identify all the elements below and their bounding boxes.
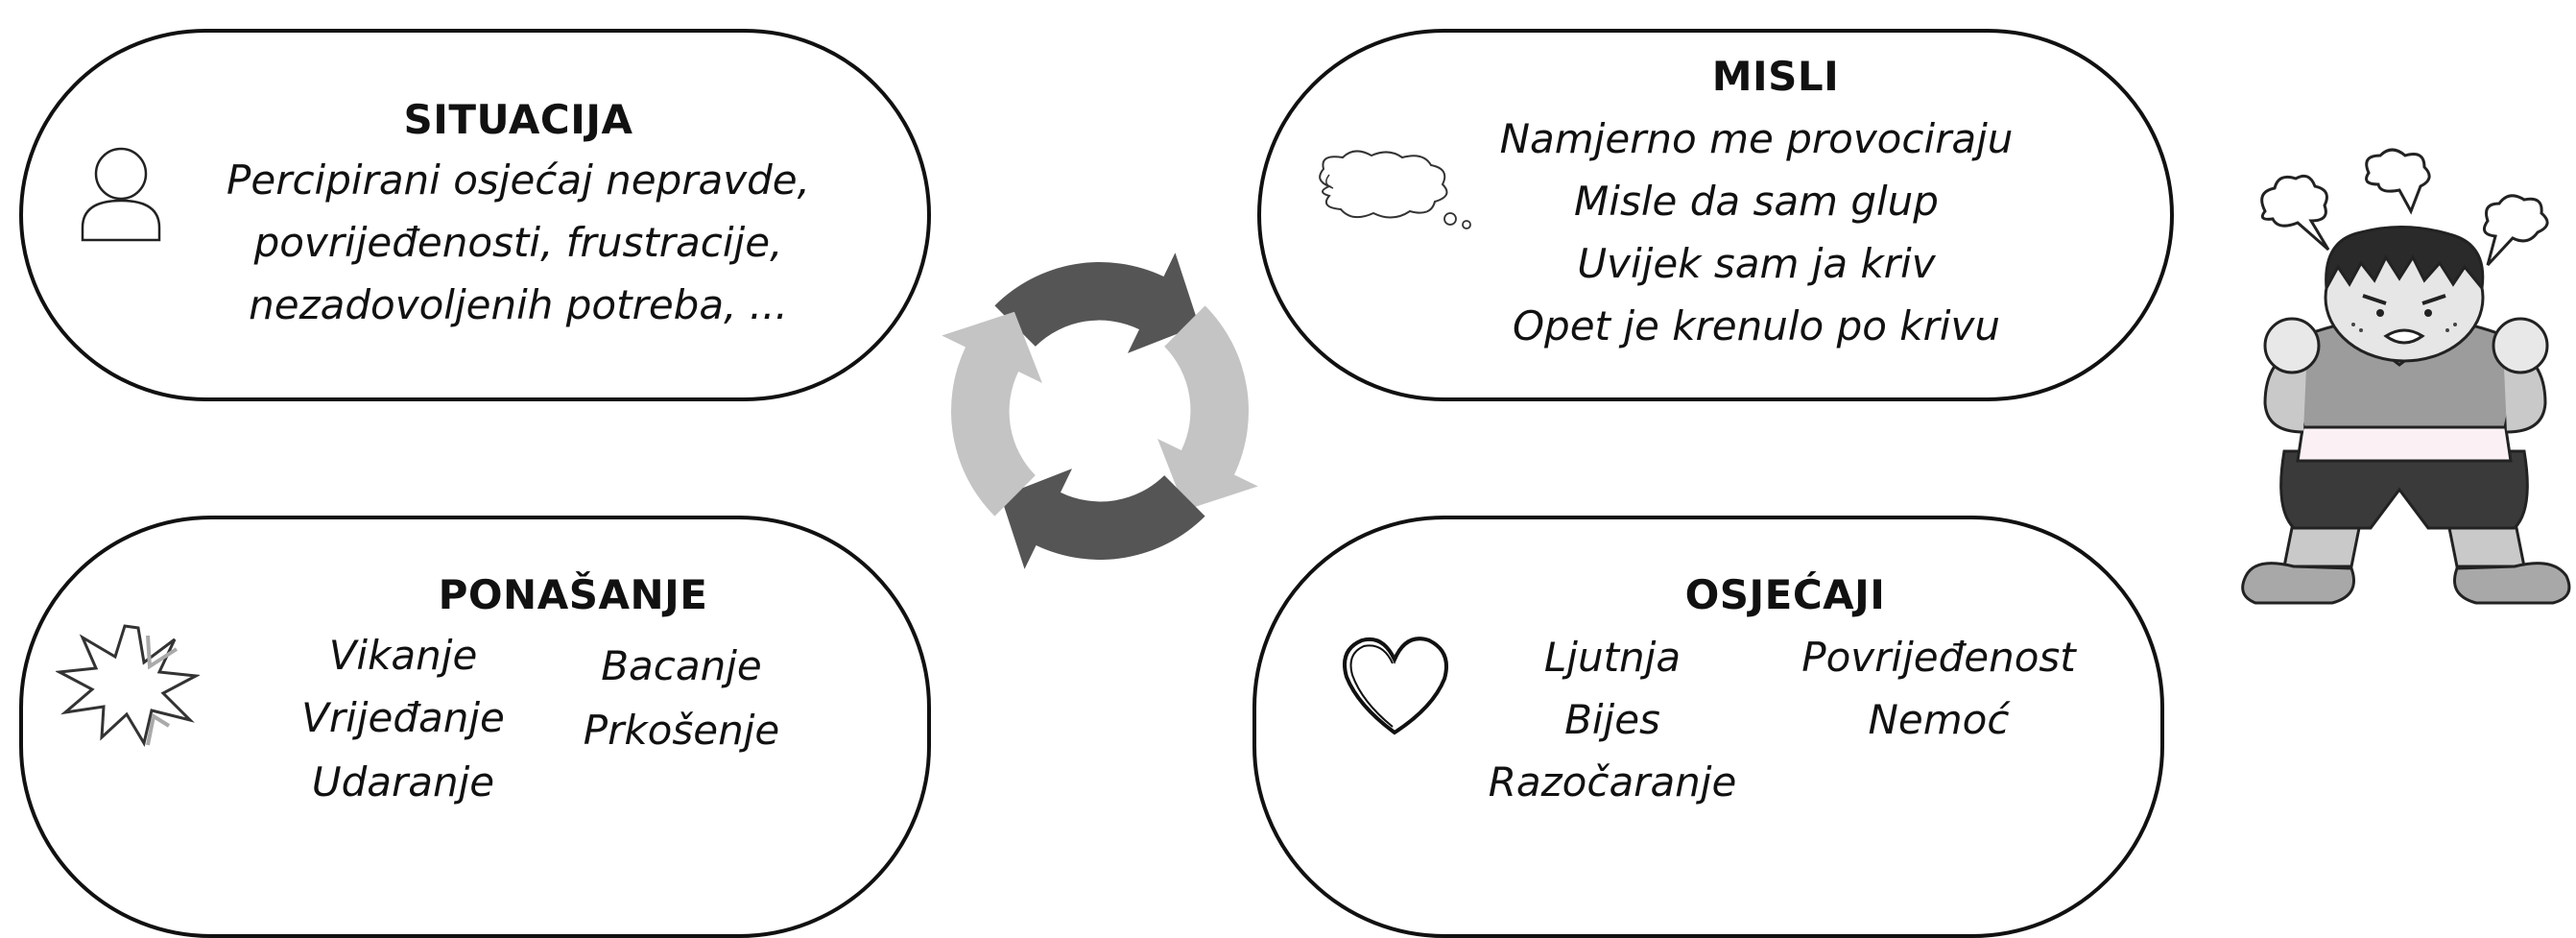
feelings-item: Razočaranje: [1488, 758, 1737, 806]
behavior-item: Bacanje: [601, 642, 762, 689]
feelings-item: Nemoć: [1868, 696, 2010, 743]
situation-title: SITUACIJA: [403, 96, 633, 143]
thoughts-line: Namjerno me provociraju: [1499, 115, 2014, 162]
angry-child-illustration: [2236, 144, 2576, 653]
thoughts-card: [1257, 29, 2174, 401]
thoughts-title: MISLI: [1711, 53, 1840, 100]
thought-cloud-icon: [1310, 146, 1483, 232]
feelings-item: Bijes: [1564, 696, 1660, 743]
feelings-item: Ljutnja: [1543, 634, 1682, 681]
situation-line: povrijeđenosti, frustracije,: [253, 219, 783, 266]
behavior-item: Vrijeđanje: [301, 694, 505, 741]
situation-card: [19, 29, 931, 401]
situation-line: Percipirani osjećaj nepravde,: [227, 156, 810, 204]
behavior-item: Prkošenje: [583, 707, 780, 754]
behavior-item: Udaranje: [311, 758, 495, 806]
situation-line: nezadovoljenih potreba, ...: [249, 281, 788, 328]
thoughts-line: Opet je krenulo po krivu: [1512, 302, 2001, 349]
thoughts-line: Uvijek sam ja kriv: [1577, 240, 1936, 287]
person-icon: [77, 139, 179, 247]
heart-icon: [1339, 629, 1454, 739]
cycle-arrows-icon: [927, 238, 1273, 584]
feelings-item: Povrijeđenost: [1801, 634, 2076, 681]
thoughts-line: Misle da sam glup: [1574, 178, 1939, 225]
behavior-item: Vikanje: [328, 632, 478, 679]
behavior-title: PONAŠANJE: [438, 571, 708, 618]
feelings-title: OSJEĆAJI: [1684, 571, 1886, 618]
explosion-icon: [56, 622, 200, 747]
